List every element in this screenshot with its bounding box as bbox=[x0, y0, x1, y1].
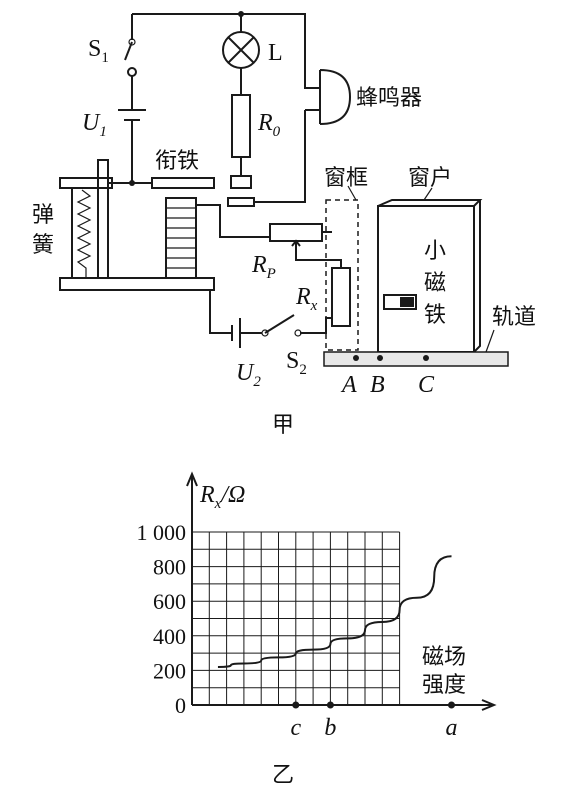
base-plate bbox=[59, 277, 215, 291]
chart-axes bbox=[186, 471, 497, 711]
y-axis-arrow bbox=[186, 471, 198, 487]
label-magnet-3: 铁 bbox=[424, 303, 446, 328]
rx-wire-top bbox=[295, 252, 342, 268]
label-point-c: C bbox=[418, 372, 435, 398]
spring-top-plate bbox=[59, 177, 113, 189]
switch-s1-blade bbox=[124, 41, 133, 61]
coil-wire-top bbox=[196, 204, 270, 238]
label-u1: U1 bbox=[82, 110, 107, 140]
x-marker-dot bbox=[326, 701, 334, 709]
battery-u1 bbox=[118, 76, 146, 183]
upper-contact bbox=[230, 175, 252, 189]
circuit-diagram: S1 U1 L R0 蜂鸣器 衔铁 弹 簧 bbox=[32, 11, 536, 438]
small-magnet-pole bbox=[400, 297, 414, 307]
chart-grid bbox=[192, 531, 401, 705]
label-s2: S2 bbox=[286, 348, 307, 378]
track bbox=[323, 351, 509, 367]
window-leader bbox=[423, 187, 433, 201]
switch-s1-pivot bbox=[128, 38, 136, 46]
label-window-frame: 窗框 bbox=[324, 166, 368, 191]
label-window: 窗户 bbox=[408, 166, 452, 191]
label-s1: S1 bbox=[88, 36, 109, 66]
y-tick-label: 0 bbox=[175, 693, 186, 718]
label-track: 轨道 bbox=[492, 305, 536, 330]
x-marker-label: a bbox=[446, 715, 458, 741]
switch-s2-contact bbox=[294, 329, 302, 337]
resistor-r0 bbox=[231, 94, 251, 158]
point-c-dot bbox=[423, 355, 429, 361]
x-marker-label: b bbox=[324, 715, 336, 741]
label-lamp: L bbox=[268, 40, 283, 66]
junction-top bbox=[238, 11, 244, 17]
y-tick-label: 200 bbox=[153, 658, 186, 683]
chart-y-label: Rx/Ω bbox=[199, 482, 245, 512]
label-rp: RP bbox=[251, 252, 276, 282]
switch-s2-pivot bbox=[261, 329, 269, 337]
track-leader bbox=[485, 329, 495, 353]
x-marker-label: c bbox=[290, 715, 301, 741]
label-spring-bottom: 簧 bbox=[32, 233, 54, 258]
label-r0: R0 bbox=[257, 110, 281, 140]
x-marker-dot bbox=[448, 701, 455, 709]
rp-slider bbox=[291, 239, 301, 252]
window-frame bbox=[325, 199, 359, 351]
rx-wire-bottom bbox=[300, 317, 332, 334]
switch-s1-contact bbox=[127, 67, 137, 77]
rx-curve bbox=[217, 555, 452, 668]
chart-x-label-line1: 磁场 bbox=[422, 645, 466, 670]
switch-s2-blade bbox=[264, 314, 295, 334]
caption-a: 甲 bbox=[272, 413, 294, 438]
small-magnet bbox=[383, 294, 417, 310]
window-3d-edge bbox=[377, 199, 483, 353]
label-buzzer: 蜂鸣器 bbox=[356, 86, 422, 111]
lamp-cross bbox=[227, 36, 255, 64]
chart-series bbox=[217, 555, 452, 668]
window-frame-leader bbox=[347, 185, 357, 201]
label-rx: Rx bbox=[295, 284, 318, 314]
label-spring-top: 弹 bbox=[32, 203, 54, 228]
x-marker-dot bbox=[292, 701, 300, 709]
point-b-dot bbox=[377, 355, 383, 361]
armature bbox=[151, 177, 215, 189]
y-tick-label: 1 000 bbox=[137, 520, 187, 545]
y-tick-label: 800 bbox=[153, 555, 186, 580]
label-magnet-1: 小 bbox=[424, 239, 446, 264]
spring-coil bbox=[76, 189, 92, 278]
label-point-a: A bbox=[340, 372, 357, 398]
y-tick-label: 600 bbox=[153, 589, 186, 614]
label-point-b: B bbox=[370, 372, 385, 398]
sensor-rx bbox=[331, 267, 351, 327]
chart-y-ticks: 0 200 400 600 800 1 000 bbox=[137, 520, 187, 718]
lower-contact bbox=[227, 197, 255, 207]
top-wire bbox=[131, 13, 320, 89]
label-armature: 衔铁 bbox=[155, 149, 199, 174]
buzzer-return-wire bbox=[254, 110, 306, 203]
label-magnet-2: 磁 bbox=[424, 271, 446, 296]
chart-x-label-line2: 强度 bbox=[422, 673, 466, 698]
caption-b: 乙 bbox=[272, 763, 294, 788]
electromagnet-coil bbox=[166, 207, 196, 269]
battery-u2 bbox=[231, 318, 262, 348]
point-a-dot bbox=[353, 355, 359, 361]
label-u2: U2 bbox=[236, 360, 261, 390]
buzzer-icon bbox=[319, 69, 352, 125]
coil-wire-bottom bbox=[209, 290, 232, 334]
rheostat-rp bbox=[269, 223, 323, 242]
x-axis-arrow bbox=[481, 699, 497, 711]
y-tick-label: 400 bbox=[153, 624, 186, 649]
